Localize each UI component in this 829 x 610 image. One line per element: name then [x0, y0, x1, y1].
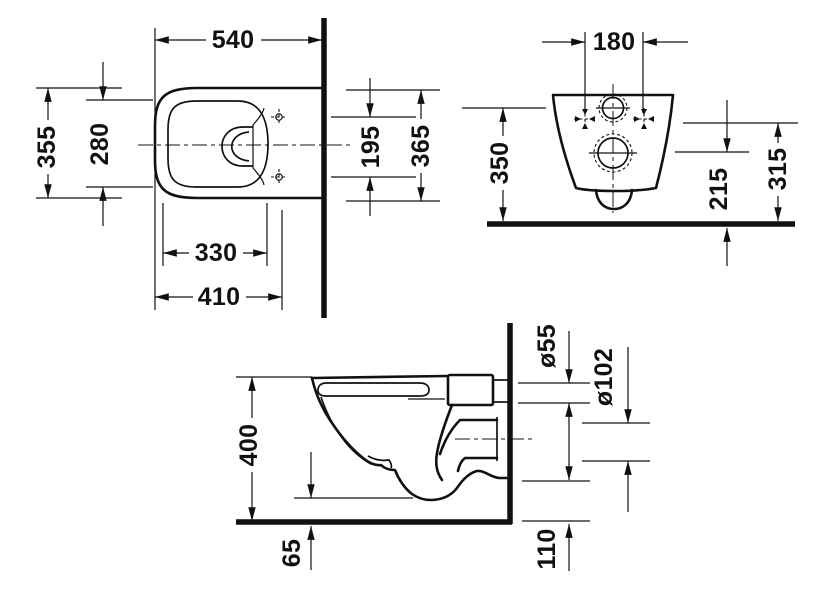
- dim-330-label: 330: [195, 239, 238, 267]
- side-outlet-top: [438, 418, 499, 456]
- side-trap-weir: [434, 403, 454, 482]
- side-bowl-shelf: [367, 455, 393, 469]
- dim-d55-label: ø55: [533, 324, 561, 368]
- dim-110-label: 110: [533, 528, 561, 569]
- side-seat-top: [310, 374, 449, 380]
- dim-280-label: 280: [86, 123, 114, 166]
- plan-sump-inner: [231, 131, 250, 162]
- dim-d102-label: ø102: [590, 348, 618, 406]
- front-view: 180 350 215 315: [462, 28, 798, 266]
- dim-315-label: 315: [764, 148, 792, 191]
- plan-dim-195: 195: [331, 78, 416, 216]
- dim-195-label: 195: [357, 126, 385, 169]
- front-inlet-circle: [596, 93, 630, 123]
- side-inner-bowl: [320, 396, 372, 465]
- front-dim-215: 215: [675, 100, 749, 266]
- front-dim-180: 180: [542, 28, 688, 113]
- dim-65-label: 65: [278, 539, 306, 567]
- side-dim-110: 110: [522, 480, 590, 571]
- plan-dim-365: 365: [346, 89, 440, 202]
- plan-fixing-hole-bottom-icon: [271, 169, 287, 185]
- front-dim-315: 315: [683, 122, 798, 221]
- plan-rim-outline: [167, 100, 269, 188]
- front-body-outline: [551, 93, 675, 193]
- front-fixing-hole-left-icon: [574, 108, 596, 130]
- plan-dim-355: 355: [33, 87, 122, 199]
- side-seat-section: [317, 382, 430, 397]
- side-dim-diameter-102: ø102: [582, 347, 650, 512]
- dim-400-label: 400: [235, 424, 263, 467]
- dim-410-label: 410: [198, 283, 241, 311]
- dim-365-label: 365: [407, 125, 435, 168]
- front-outlet-bump: [594, 188, 634, 211]
- dim-215-label: 215: [705, 168, 733, 211]
- plan-dim-330: 330: [162, 203, 268, 267]
- dim-355-label: 355: [33, 126, 61, 169]
- side-flush-pipe: [446, 373, 495, 407]
- plan-sump-edge: [252, 107, 265, 186]
- side-dim-65: 65: [278, 452, 413, 570]
- plan-fixing-hole-top-icon: [271, 109, 287, 125]
- plan-dim-410: 410: [155, 210, 283, 311]
- plan-sump-outer: [221, 126, 253, 167]
- plan-view: 540 355 280 195: [33, 18, 440, 318]
- dim-350-label: 350: [486, 142, 514, 185]
- side-outlet-bottom: [456, 456, 499, 473]
- side-dim-diameter-55: ø55: [518, 324, 590, 480]
- dim-180-label: 180: [593, 28, 636, 56]
- front-outlet-circle: [589, 133, 637, 173]
- plan-dim-280: 280: [86, 62, 153, 226]
- side-flush-spud: [492, 379, 510, 403]
- front-fixing-hole-right-icon: [633, 108, 655, 130]
- dim-540-label: 540: [212, 26, 255, 54]
- side-dim-400: 400: [235, 376, 312, 521]
- plan-dim-540: 540: [154, 26, 322, 310]
- side-view: 400 65 ø55 ø102 11: [235, 323, 650, 571]
- front-dim-350: 350: [462, 107, 546, 221]
